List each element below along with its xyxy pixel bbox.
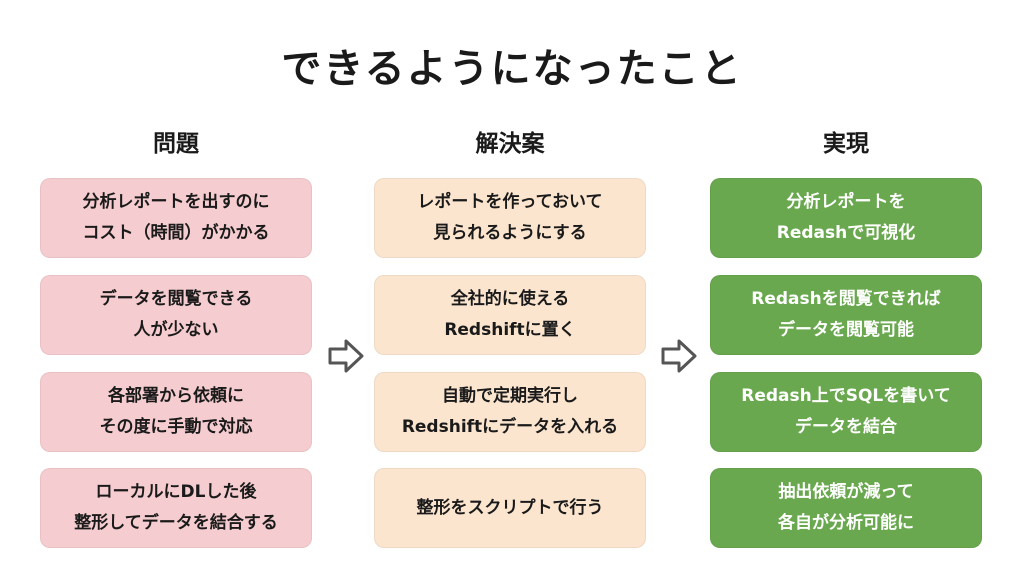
result-card: Redashを閲覧できれば データを閲覧可能 <box>710 275 982 355</box>
result-card: 抽出依頼が減って 各自が分析可能に <box>710 468 982 548</box>
right-arrow-outline-icon <box>661 339 697 373</box>
problem-card: データを閲覧できる 人が少ない <box>40 275 312 355</box>
card-line: データを閲覧可能 <box>778 320 914 340</box>
problem-card: ローカルにDLした後 整形してデータを結合する <box>40 468 312 548</box>
solution-card: 自動で定期実行し Redshiftにデータを入れる <box>374 372 646 452</box>
card-line: Redash上でSQLを書いて <box>741 386 951 406</box>
card-line: Redshiftにデータを入れる <box>401 417 619 437</box>
card-line: 全社的に使える <box>450 289 570 309</box>
card-line: 抽出依頼が減って <box>778 482 914 502</box>
card-line: 整形してデータを結合する <box>74 513 278 533</box>
card-line: 分析レポートを出すのに <box>82 192 270 212</box>
column-header-problem: 問題 <box>153 131 199 157</box>
card-line: 人が少ない <box>133 320 219 340</box>
card-line: データを結合 <box>795 417 897 437</box>
card-line: レポートを作っておいて <box>417 192 603 212</box>
result-card: 分析レポートを Redashで可視化 <box>710 178 982 258</box>
card-line: コスト（時間）がかかる <box>82 223 270 243</box>
card-line: 各自が分析可能に <box>778 513 914 533</box>
right-arrow-outline-icon <box>328 339 364 373</box>
card-line: 整形をスクリプトで行う <box>416 497 604 518</box>
card-line: Redashを閲覧できれば <box>751 289 941 309</box>
card-line: その度に手動で対応 <box>99 417 253 437</box>
problem-card: 分析レポートを出すのに コスト（時間）がかかる <box>40 178 312 258</box>
result-card: Redash上でSQLを書いて データを結合 <box>710 372 982 452</box>
column-header-result: 実現 <box>823 131 869 157</box>
solution-card: 全社的に使える Redshiftに置く <box>374 275 646 355</box>
solution-card: 整形をスクリプトで行う <box>374 468 646 548</box>
slide-title: できるようになったこと <box>281 46 743 92</box>
card-line: Redashで可視化 <box>776 223 916 243</box>
column-header-solution: 解決案 <box>475 131 545 157</box>
card-line: ローカルにDLした後 <box>95 482 257 502</box>
problem-card: 各部署から依頼に その度に手動で対応 <box>40 372 312 452</box>
card-line: 見られるようにする <box>433 223 587 243</box>
solution-card: レポートを作っておいて 見られるようにする <box>374 178 646 258</box>
card-line: Redshiftに置く <box>444 320 576 340</box>
card-line: データを閲覧できる <box>99 289 253 309</box>
card-line: 各部署から依頼に <box>108 386 244 406</box>
card-line: 分析レポートを <box>786 192 906 212</box>
card-line: 自動で定期実行し <box>442 386 578 406</box>
